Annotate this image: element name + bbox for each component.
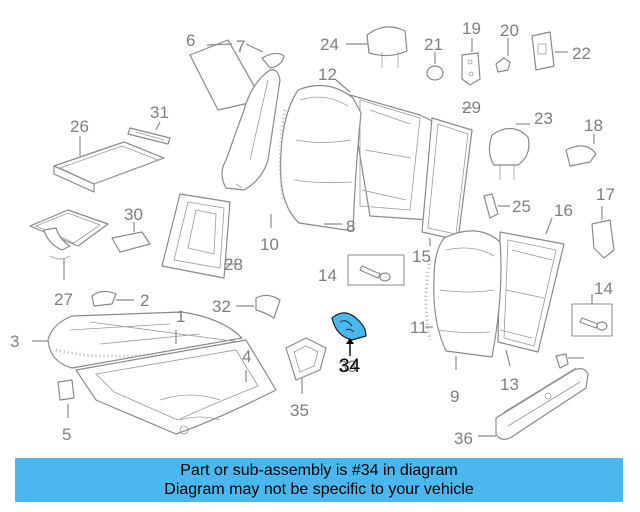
part-26-bolt — [483, 193, 510, 219]
callout-22: 22 — [572, 44, 591, 63]
part-36-trim — [478, 367, 589, 440]
callout-23: 23 — [534, 109, 553, 128]
callout-20: 20 — [500, 21, 519, 40]
part-2-bracket — [91, 290, 134, 307]
callout-24: 24 — [320, 35, 339, 54]
part-14-fastener-box-right — [571, 294, 613, 337]
part-13-leader — [505, 349, 511, 367]
callout-4: 4 — [242, 347, 251, 366]
callout-34-highlighted: 34 — [339, 356, 361, 377]
callout-9: 9 — [450, 387, 459, 406]
part-4-seat-frame — [75, 339, 277, 435]
callout-14: 14 — [318, 266, 337, 285]
callout-25: 25 — [512, 197, 531, 216]
callout-2: 2 — [140, 291, 149, 310]
part-35-bracket — [285, 337, 327, 394]
part-31-insert — [111, 222, 151, 253]
part-17-backrest-frame — [497, 217, 565, 353]
callout-7: 7 — [236, 37, 245, 56]
part-8-backrest-cushion — [270, 84, 362, 232]
part-29-armrest-frame — [161, 193, 236, 279]
callout-13: 13 — [500, 375, 519, 394]
part-27-tray — [53, 136, 165, 193]
callout-11: 11 — [410, 318, 428, 337]
callout-14: 14 — [594, 279, 613, 298]
callout-31: 31 — [150, 103, 169, 122]
callout-29: 29 — [462, 98, 481, 117]
part-21-bolt — [495, 38, 511, 73]
part-18-bracket — [591, 206, 615, 259]
callout-26: 26 — [70, 117, 89, 136]
info-banner: Part or sub-assembly is #34 in diagram D… — [15, 458, 623, 502]
part-25-headrest-guide — [346, 26, 408, 68]
banner-line-2: Diagram may not be specific to your vehi… — [164, 481, 474, 498]
callout-28: 28 — [224, 255, 243, 274]
part-34-highlighted — [331, 312, 367, 356]
callout-12: 12 — [318, 65, 337, 84]
part-15-plug — [555, 353, 584, 369]
part-33-clip — [236, 294, 281, 319]
callout-33: 33 — [338, 357, 357, 376]
callout-3: 3 — [10, 332, 19, 351]
callout-36: 36 — [454, 429, 473, 448]
part-34-arrowhead — [346, 338, 354, 344]
callout-10: 10 — [260, 235, 279, 254]
callout-6: 6 — [186, 31, 195, 50]
callout-8: 8 — [346, 217, 355, 236]
part-20-bracket — [461, 38, 481, 86]
callout-21: 21 — [424, 35, 443, 54]
part-28-frame — [29, 209, 109, 280]
callout-17: 17 — [596, 185, 615, 204]
callout-30: 30 — [124, 205, 143, 224]
part-3-seat-cushion — [32, 311, 243, 369]
part-14-fastener-box-left — [347, 254, 405, 286]
part-6-side-trim — [221, 69, 281, 191]
exploded-parts-diagram: 1234567891011121314141516171819202122232… — [10, 19, 615, 448]
callout-16: 16 — [554, 201, 573, 220]
part-22-cap — [426, 52, 444, 81]
part-32-strip — [127, 121, 171, 145]
part-12-backrest-frame — [335, 79, 441, 221]
callout-15: 15 — [412, 247, 431, 266]
callout-27: 27 — [54, 290, 73, 309]
part-9-backrest-cushion — [424, 230, 502, 370]
callout-35: 35 — [290, 401, 309, 420]
part-7-clip — [245, 43, 285, 69]
part-23-release — [531, 31, 568, 71]
part-5-clip — [57, 379, 75, 418]
callout-32: 32 — [212, 297, 231, 316]
callout-1: 1 — [176, 307, 185, 326]
part-19-latch — [565, 134, 597, 167]
part-24-headrest — [488, 123, 530, 180]
banner-line-1: Part or sub-assembly is #34 in diagram — [180, 462, 458, 479]
callout-19: 19 — [462, 19, 481, 38]
callout-5: 5 — [62, 425, 71, 444]
callout-18: 18 — [584, 116, 603, 135]
